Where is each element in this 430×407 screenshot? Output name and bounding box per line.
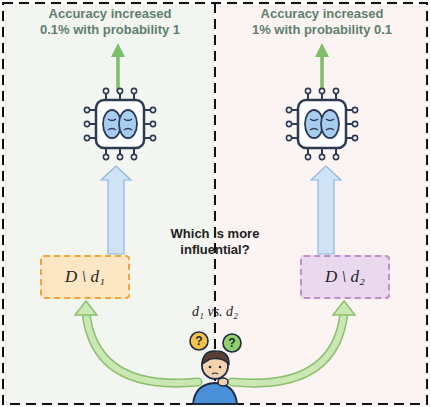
- result-text: Accuracy increased 0.1% with probability…: [15, 6, 205, 39]
- training-arrow: [311, 166, 341, 254]
- dataset-label: D \ d₁: [65, 267, 105, 287]
- model-chip-icon: [84, 88, 155, 159]
- dataset-box: D \ d₂: [300, 255, 390, 299]
- left-panel: [3, 3, 215, 404]
- right-panel: [215, 3, 427, 404]
- question-mark: ?: [225, 336, 239, 350]
- choice-arrow-head: [333, 301, 355, 315]
- dataset-box: D \ d₁: [40, 255, 130, 299]
- model-chip-icon: [286, 88, 357, 159]
- choice-arrow: [232, 313, 344, 383]
- result-text: Accuracy increased 1% with probability 0…: [227, 6, 417, 39]
- comparison-text: d₁ vs. d₂: [165, 304, 265, 320]
- thinking-person-icon: [190, 332, 241, 404]
- choice-arrow-fill: [86, 313, 198, 383]
- result-arrow: [116, 50, 120, 92]
- dataset-label: D \ d₂: [325, 267, 365, 287]
- outer-dashed-border: [3, 3, 427, 404]
- choice-arrow-head: [75, 301, 97, 315]
- question-bubble: [190, 332, 208, 350]
- result-arrow: [320, 50, 324, 92]
- divider-line: [214, 3, 216, 404]
- choice-arrow-fill: [232, 313, 344, 383]
- question-mark: ?: [192, 334, 206, 348]
- question-bubble: [223, 334, 241, 352]
- choice-arrow: [86, 313, 198, 383]
- question-text: Which is more influential?: [160, 226, 270, 257]
- training-arrow: [101, 166, 131, 254]
